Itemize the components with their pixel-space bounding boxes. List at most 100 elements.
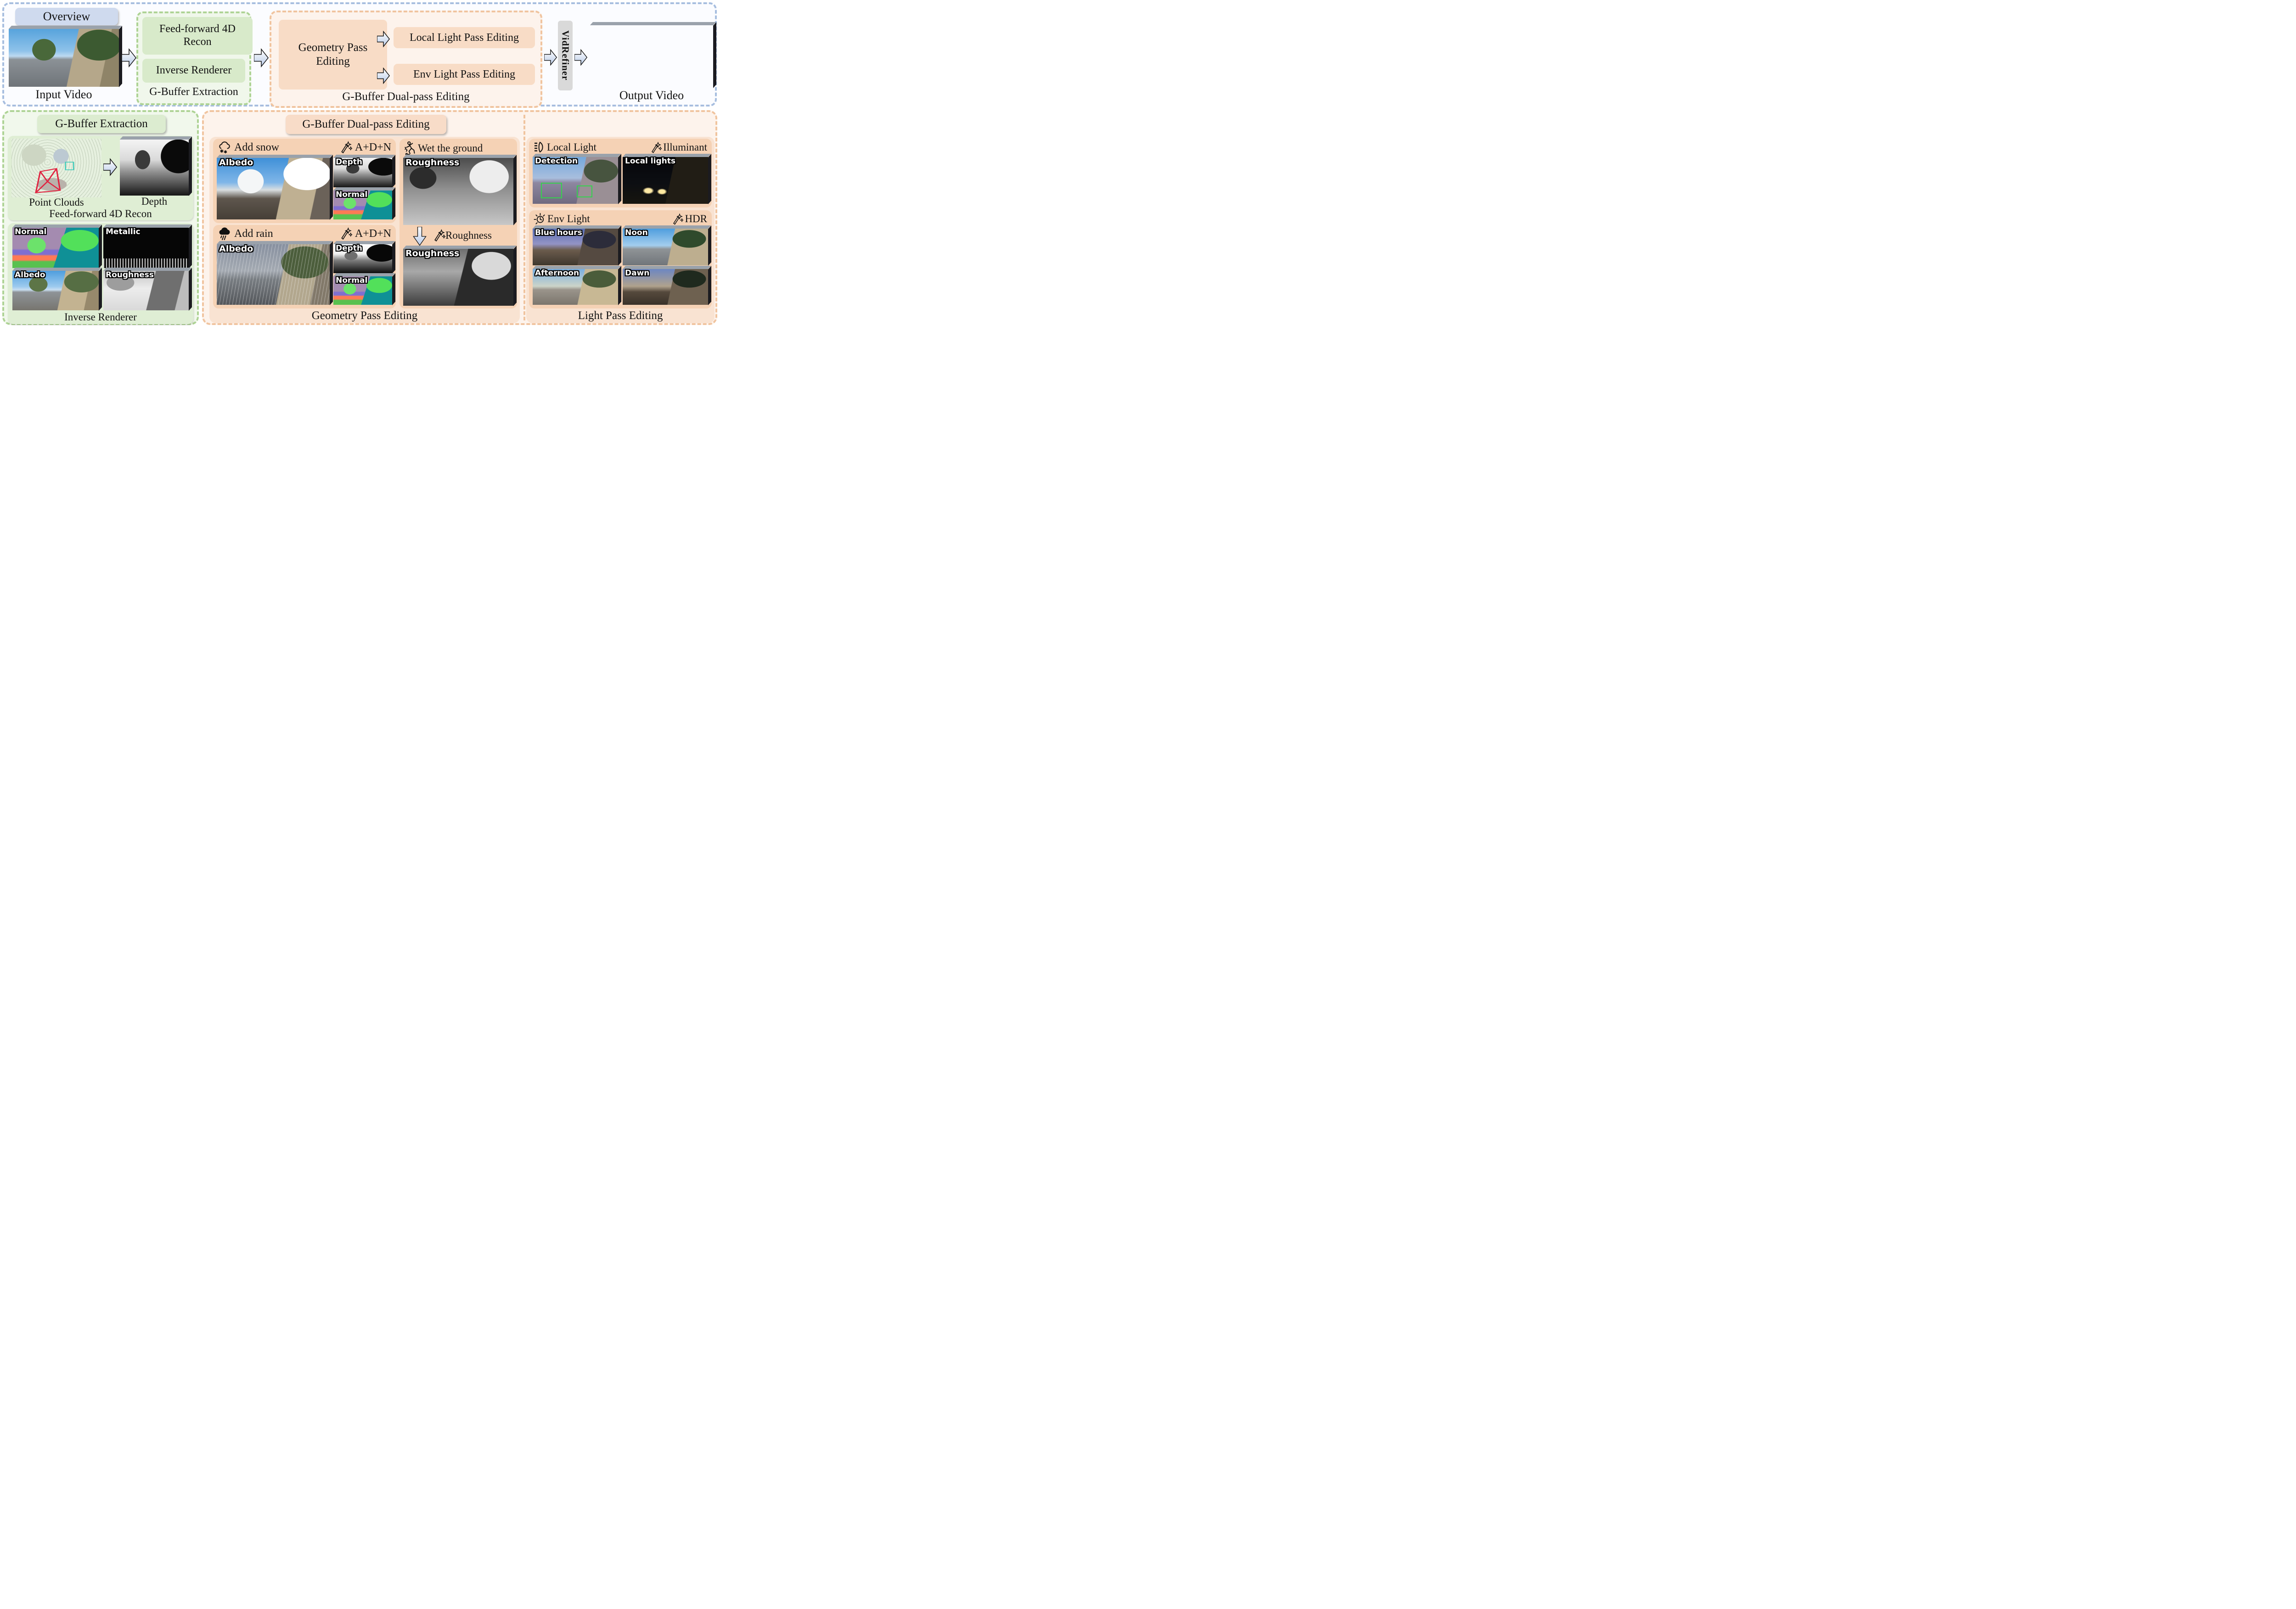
normal-image: [12, 228, 99, 268]
depth-label: Depth: [141, 196, 168, 207]
inverse-renderer-box: Inverse Renderer: [142, 59, 245, 83]
slip-person-icon: [405, 141, 415, 156]
point-clouds-label: Point Clouds: [29, 196, 84, 208]
headlight-icon: [535, 141, 543, 153]
add-rain-mode: A+D+N: [355, 227, 391, 240]
snow-depth-thumbnail: Depth: [333, 158, 392, 187]
afternoon-image: [533, 269, 618, 305]
env-light-title: Env Light: [547, 213, 590, 224]
point-clouds-image: [11, 139, 101, 197]
blue-hours-label: Blue hours: [535, 228, 582, 237]
arrow-right-icon: [544, 49, 557, 66]
roughness-edit-row: Roughness: [433, 229, 492, 242]
feed-forward-4d-recon-box: Feed-forward 4D Recon: [142, 17, 253, 55]
magic-wand-icon: [341, 227, 352, 240]
noon-thumbnail: Noon: [623, 229, 708, 265]
vidrefiner-box: VidRefiner: [558, 21, 573, 90]
rain-normal-thumbnail: Normal: [333, 276, 392, 305]
local-light-title: Local Light: [547, 141, 597, 153]
snow-normal-image: [333, 191, 392, 219]
magic-wand-icon: [673, 213, 684, 225]
feed-forward-recon-caption: Feed-forward 4D Recon: [49, 208, 152, 219]
overview-badge-label: Overview: [43, 10, 90, 23]
rain-albedo-thumbnail: Albedo: [217, 244, 330, 305]
inverse-renderer-caption: Inverse Renderer: [64, 311, 137, 323]
input-video-image: [9, 29, 119, 87]
dual-pass-editing-panel: G-Buffer Dual-pass Editing Add snow: [202, 110, 717, 325]
wet-roughness-before-image: [403, 158, 513, 225]
local-lights-label: Local lights: [625, 157, 675, 166]
input-video-thumbnail: [9, 29, 119, 87]
arrow-right-icon: [122, 48, 136, 67]
rain-albedo-image: [217, 244, 330, 305]
detection-bbox: [577, 185, 592, 197]
dual-pass-editing-group: Geometry Pass Editing Local Light Pass E…: [270, 11, 542, 108]
magic-wand-icon: [652, 141, 662, 153]
wet-roughness-after-thumbnail: Roughness: [403, 249, 513, 306]
env-light-mode: HDR: [685, 213, 707, 224]
arrow-right-icon: [377, 67, 390, 84]
rain-albedo-label: Albedo: [219, 244, 253, 254]
wet-roughness-after-label: Roughness: [405, 248, 460, 258]
snow-depth-image: [333, 158, 392, 187]
afternoon-label: Afternoon: [535, 269, 580, 278]
roughness-image: [103, 271, 189, 310]
snow-albedo-image: [217, 158, 330, 219]
snow-normal-thumbnail: Normal: [333, 191, 392, 219]
panel-divider: [523, 115, 525, 320]
rain-depth-label: Depth: [336, 244, 363, 253]
gbuffer-extraction-group: Feed-forward 4D Recon Inverse Renderer G…: [136, 11, 253, 105]
blue-hours-thumbnail: Blue hours: [533, 229, 618, 265]
depth-thumbnail: [120, 140, 189, 196]
noon-image: [623, 229, 708, 265]
detection-image: [533, 157, 618, 204]
snow-normal-label: Normal: [336, 190, 368, 199]
geometry-pass-caption: Geometry Pass Editing: [311, 309, 418, 322]
detection-thumbnail: Detection: [533, 157, 618, 204]
local-light-mode: Illuminant: [663, 141, 707, 153]
local-lights-image: [623, 157, 708, 204]
rain-depth-thumbnail: Depth: [333, 244, 392, 273]
inverse-renderer-subpanel: Normal Metallic Albedo Roughness Inverse…: [8, 223, 193, 324]
output-video-thumbnail: [590, 25, 713, 88]
wet-roughness-before-label: Roughness: [405, 157, 460, 168]
roughness-thumbnail: Roughness: [103, 271, 189, 310]
albedo-image: [12, 271, 99, 310]
roughness-label: Roughness: [106, 270, 154, 280]
geometry-pass-group: Add snow A+D+N Albedo Depth: [209, 137, 520, 323]
wet-ground-title: Wet the ground: [418, 142, 483, 154]
roughness-edit-label: Roughness: [445, 230, 492, 241]
geometry-pass-editing-box: Geometry Pass Editing: [279, 20, 387, 90]
gbuffer-extraction-caption: G-Buffer Extraction: [149, 86, 238, 98]
metallic-label: Metallic: [106, 227, 141, 236]
dawn-thumbnail: Dawn: [623, 269, 708, 305]
metallic-thumbnail: Metallic: [103, 228, 189, 268]
sun-clock-icon: [534, 213, 545, 224]
rain-cloud-icon: [219, 227, 230, 240]
snow-depth-label: Depth: [336, 157, 363, 167]
metallic-image: [103, 228, 189, 268]
detection-bbox: [541, 183, 562, 198]
env-light-card: Env Light HDR Blue hours Noon: [529, 210, 712, 308]
arrow-right-icon: [574, 49, 587, 66]
vidrefiner-label: VidRefiner: [560, 30, 571, 81]
gbuffer-extraction-title-label: G-Buffer Extraction: [55, 118, 148, 130]
rain-depth-image: [333, 244, 392, 273]
local-light-pass-editing-box: Local Light Pass Editing: [394, 27, 535, 48]
detection-label: Detection: [535, 157, 578, 166]
rain-normal-image: [333, 276, 392, 305]
normal-thumbnail: Normal: [12, 228, 99, 268]
dawn-label: Dawn: [625, 269, 650, 278]
snow-albedo-label: Albedo: [219, 157, 253, 168]
normal-label: Normal: [15, 227, 47, 236]
add-snow-title: Add snow: [234, 141, 280, 153]
afternoon-thumbnail: Afternoon: [533, 269, 618, 305]
arrow-right-icon: [377, 31, 390, 47]
env-light-pass-editing-box: Env Light Pass Editing: [394, 64, 535, 85]
snow-cloud-icon: [219, 141, 230, 154]
output-video-image: [590, 25, 713, 88]
gbuffer-extraction-panel: G-Buffer Extraction Point Clouds Depth F…: [2, 110, 199, 325]
albedo-label: Albedo: [15, 270, 45, 280]
add-rain-title: Add rain: [234, 227, 273, 240]
wet-roughness-after-image: [403, 249, 513, 306]
